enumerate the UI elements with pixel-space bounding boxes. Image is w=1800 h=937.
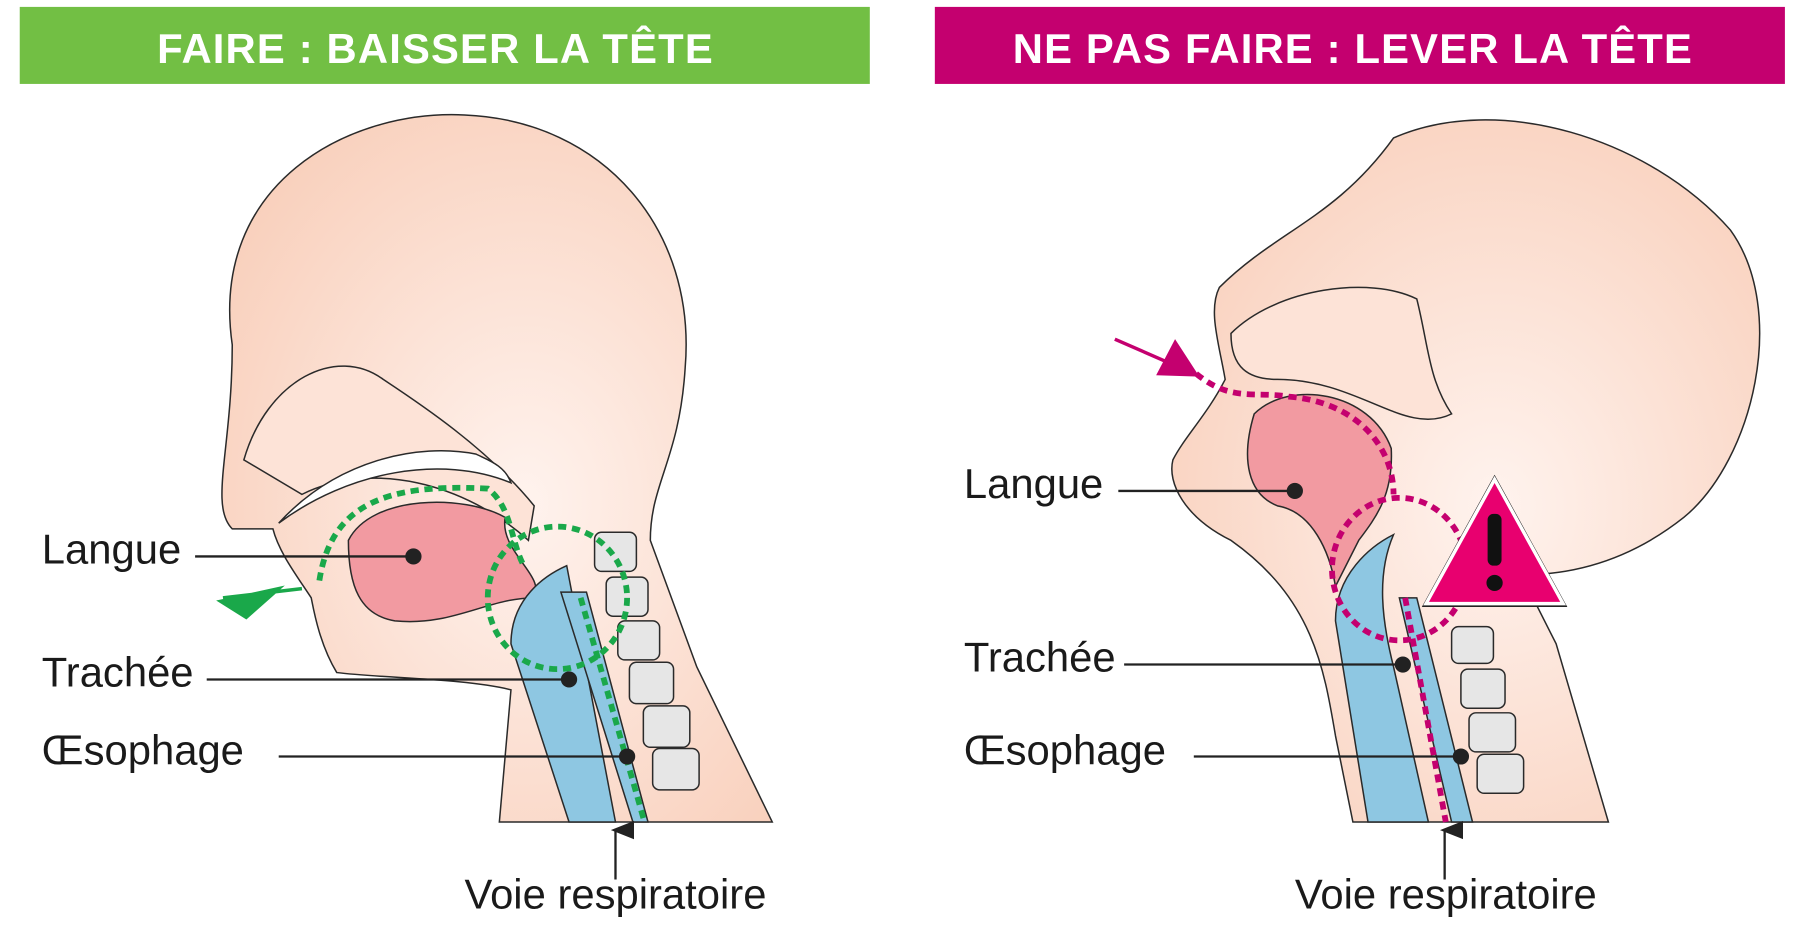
panel-dont: NE PAS FAIRE : LEVER LA TÊTE	[934, 6, 1785, 917]
airflow-arrow	[216, 585, 303, 620]
label-tongue: Langue	[42, 526, 181, 573]
warning-icon	[1421, 474, 1568, 608]
trachea	[1334, 533, 1430, 823]
banner-do	[19, 6, 870, 84]
airflow-arrow	[1114, 337, 1200, 377]
banner-dont-title: NE PAS FAIRE : LEVER LA TÊTE	[1013, 24, 1693, 72]
tongue	[1246, 393, 1393, 589]
airflow-path	[316, 484, 648, 823]
label-trachea: Trachée	[964, 634, 1116, 681]
banner-do-title: FAIRE : BAISSER LA TÊTE	[157, 24, 714, 72]
banner-dont	[934, 6, 1785, 84]
panel-do: FAIRE : BAISSER LA TÊTE	[19, 6, 870, 917]
vertebrae	[1450, 625, 1525, 795]
label-airway: Voie respiratoire	[1295, 870, 1597, 917]
label-trachea: Trachée	[42, 649, 194, 696]
head-raised-illustration	[1114, 119, 1761, 823]
label-esophagus: Œsophage	[964, 727, 1166, 774]
label-esophagus: Œsophage	[42, 727, 244, 774]
label-tongue: Langue	[964, 460, 1103, 507]
head-bent-illustration	[216, 113, 774, 823]
label-airway: Voie respiratoire	[465, 870, 767, 917]
